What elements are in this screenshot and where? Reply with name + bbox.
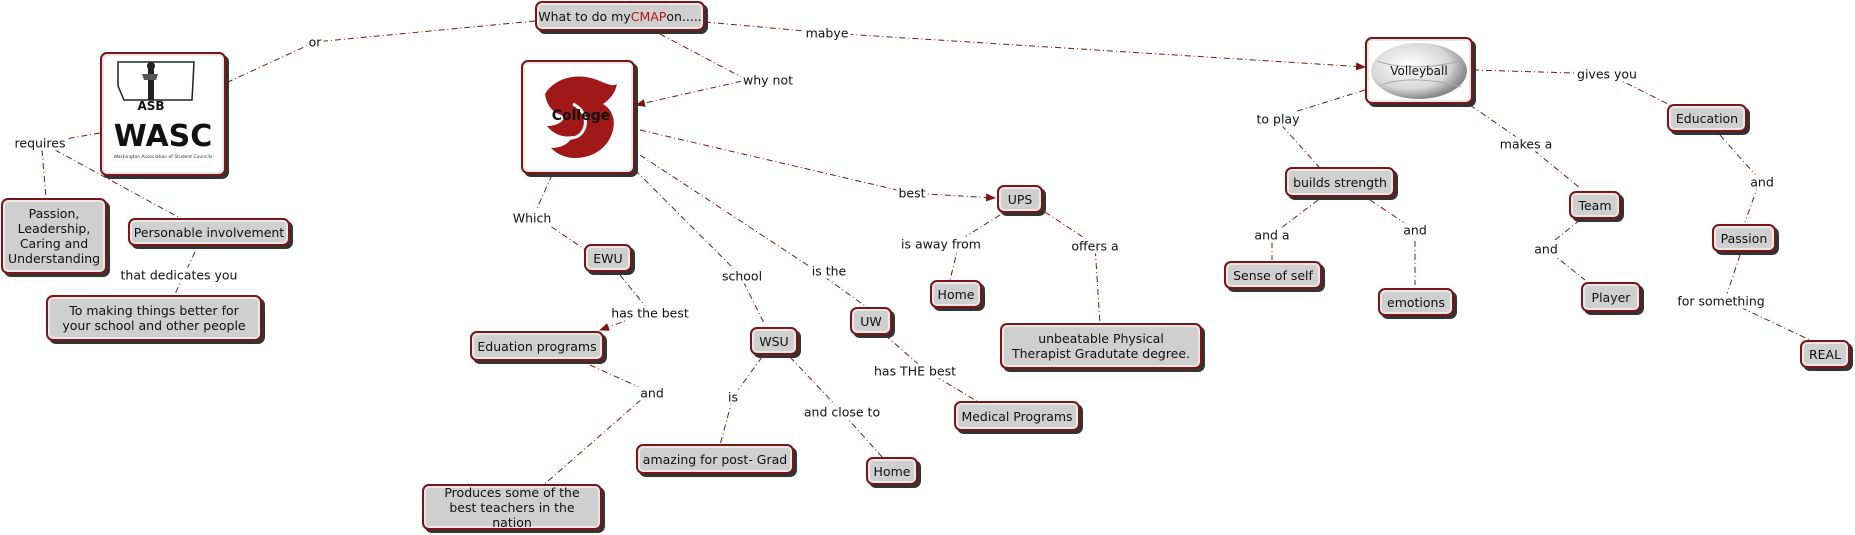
link-label-why-not: why not <box>741 72 795 88</box>
link-requires-passion <box>41 149 47 199</box>
link-label-to-play: to play <box>1254 111 1302 127</box>
root-concept-node[interactable]: What to do my CMAP on..... <box>535 1 705 31</box>
root-highlight: CMAP <box>630 8 667 24</box>
link-ewu-eduation <box>599 274 651 331</box>
team-node[interactable]: Team <box>1569 191 1621 219</box>
link-root-college <box>635 33 749 107</box>
link-label-and-a: and a <box>1252 227 1292 243</box>
link-label-and-emotions: and <box>1401 222 1429 238</box>
link-college-wsu <box>634 169 766 326</box>
link-root-wasc <box>227 20 536 83</box>
passion-leadership-node[interactable]: Passion, Leadership, Caring and Understa… <box>1 198 107 274</box>
unbeatable-pt-degree-node[interactable]: unbeatable Physical Therapist Gradutate … <box>1000 323 1202 369</box>
real-node[interactable]: REAL <box>1800 340 1850 368</box>
root-prefix: What to do my <box>538 8 631 24</box>
link-label-or: or <box>306 34 324 50</box>
link-ups-home <box>949 214 1001 281</box>
ups-node[interactable]: UPS <box>997 185 1043 213</box>
cougar-logo-icon: College <box>545 76 617 158</box>
wsu-node[interactable]: WSU <box>750 327 798 355</box>
link-wasc-requires <box>41 132 101 144</box>
link-eduation-produces <box>539 364 651 489</box>
personable-involvement-node[interactable]: Personable involvement <box>128 218 290 246</box>
link-wsu-amazing <box>719 356 763 446</box>
wasc-logo-icon: ASB WASC Washington Association of Stude… <box>114 61 213 160</box>
builds-strength-node[interactable]: builds strength <box>1285 167 1395 197</box>
home-wsu-node[interactable]: Home <box>866 457 918 485</box>
link-college-uw <box>639 154 869 309</box>
link-label-gives-you: gives you <box>1575 66 1639 82</box>
link-label-requires: requires <box>12 135 68 151</box>
education-node[interactable]: Education <box>1667 104 1747 132</box>
link-label-which: Which <box>510 210 554 226</box>
link-college-ups <box>639 129 996 202</box>
link-label-offers-a: offers a <box>1069 238 1121 254</box>
root-suffix: on..... <box>666 8 702 24</box>
link-label-has-the-best: has the best <box>609 305 691 321</box>
link-label-is-away-from: is away from <box>899 236 983 252</box>
passion-node[interactable]: Passion <box>1712 224 1776 252</box>
wasc-tagline-text: Washington Association of Student Counci… <box>114 154 213 160</box>
college-logo-node[interactable]: College <box>521 60 635 174</box>
wasc-logo-node[interactable]: ASB WASC Washington Association of Stude… <box>100 52 226 176</box>
link-label-school: school <box>719 268 765 284</box>
ewu-node[interactable]: EWU <box>584 244 632 272</box>
link-builds-emotions <box>1369 199 1416 285</box>
amazing-post-grad-node[interactable]: amazing for post- Grad <box>636 444 794 474</box>
volleyball-node[interactable]: Volleyball <box>1365 37 1473 104</box>
volleyball-icon: Volleyball <box>1371 42 1467 99</box>
link-label-makes-a: makes a <box>1497 136 1555 152</box>
college-label: College <box>552 108 611 124</box>
sense-of-self-node[interactable]: Sense of self <box>1224 261 1322 289</box>
link-label-and-close-to: and close to <box>801 404 883 420</box>
link-label-has-the-best-uw: has THE best <box>871 363 959 379</box>
link-label-and-player: and <box>1532 241 1560 257</box>
uw-node[interactable]: UW <box>850 307 892 335</box>
emotions-node[interactable]: emotions <box>1378 288 1454 316</box>
link-label-mabye: mabye <box>803 25 851 41</box>
link-label-is: is <box>726 389 740 405</box>
link-ups-unbeatable <box>1044 211 1101 326</box>
link-label-and-passion: and <box>1748 174 1776 190</box>
wasc-asb-text: ASB <box>137 99 164 113</box>
link-label-that-dedicates-you: that dedicates you <box>118 267 240 283</box>
player-node[interactable]: Player <box>1581 282 1641 312</box>
link-label-and-edu: and <box>638 385 666 401</box>
link-volleyball-builds <box>1274 89 1366 169</box>
medical-programs-node[interactable]: Medical Programs <box>954 401 1080 431</box>
link-label-best: best <box>896 185 928 201</box>
link-requires-personable <box>54 149 181 219</box>
link-volleyball-education <box>1472 69 1671 106</box>
link-label-is-the: is the <box>809 263 849 279</box>
wasc-title-text: WASC <box>114 119 213 154</box>
produces-teachers-node[interactable]: Produces some of the best teachers in th… <box>422 484 602 530</box>
home-ups-node[interactable]: Home <box>930 280 982 308</box>
making-things-better-node[interactable]: To making things better for your school … <box>46 295 262 341</box>
eduation-programs-node[interactable]: Eduation programs <box>470 331 604 361</box>
volleyball-label: Volleyball <box>1390 64 1447 78</box>
link-label-for-something: for something <box>1675 293 1767 309</box>
link-passion-real <box>1724 254 1811 341</box>
